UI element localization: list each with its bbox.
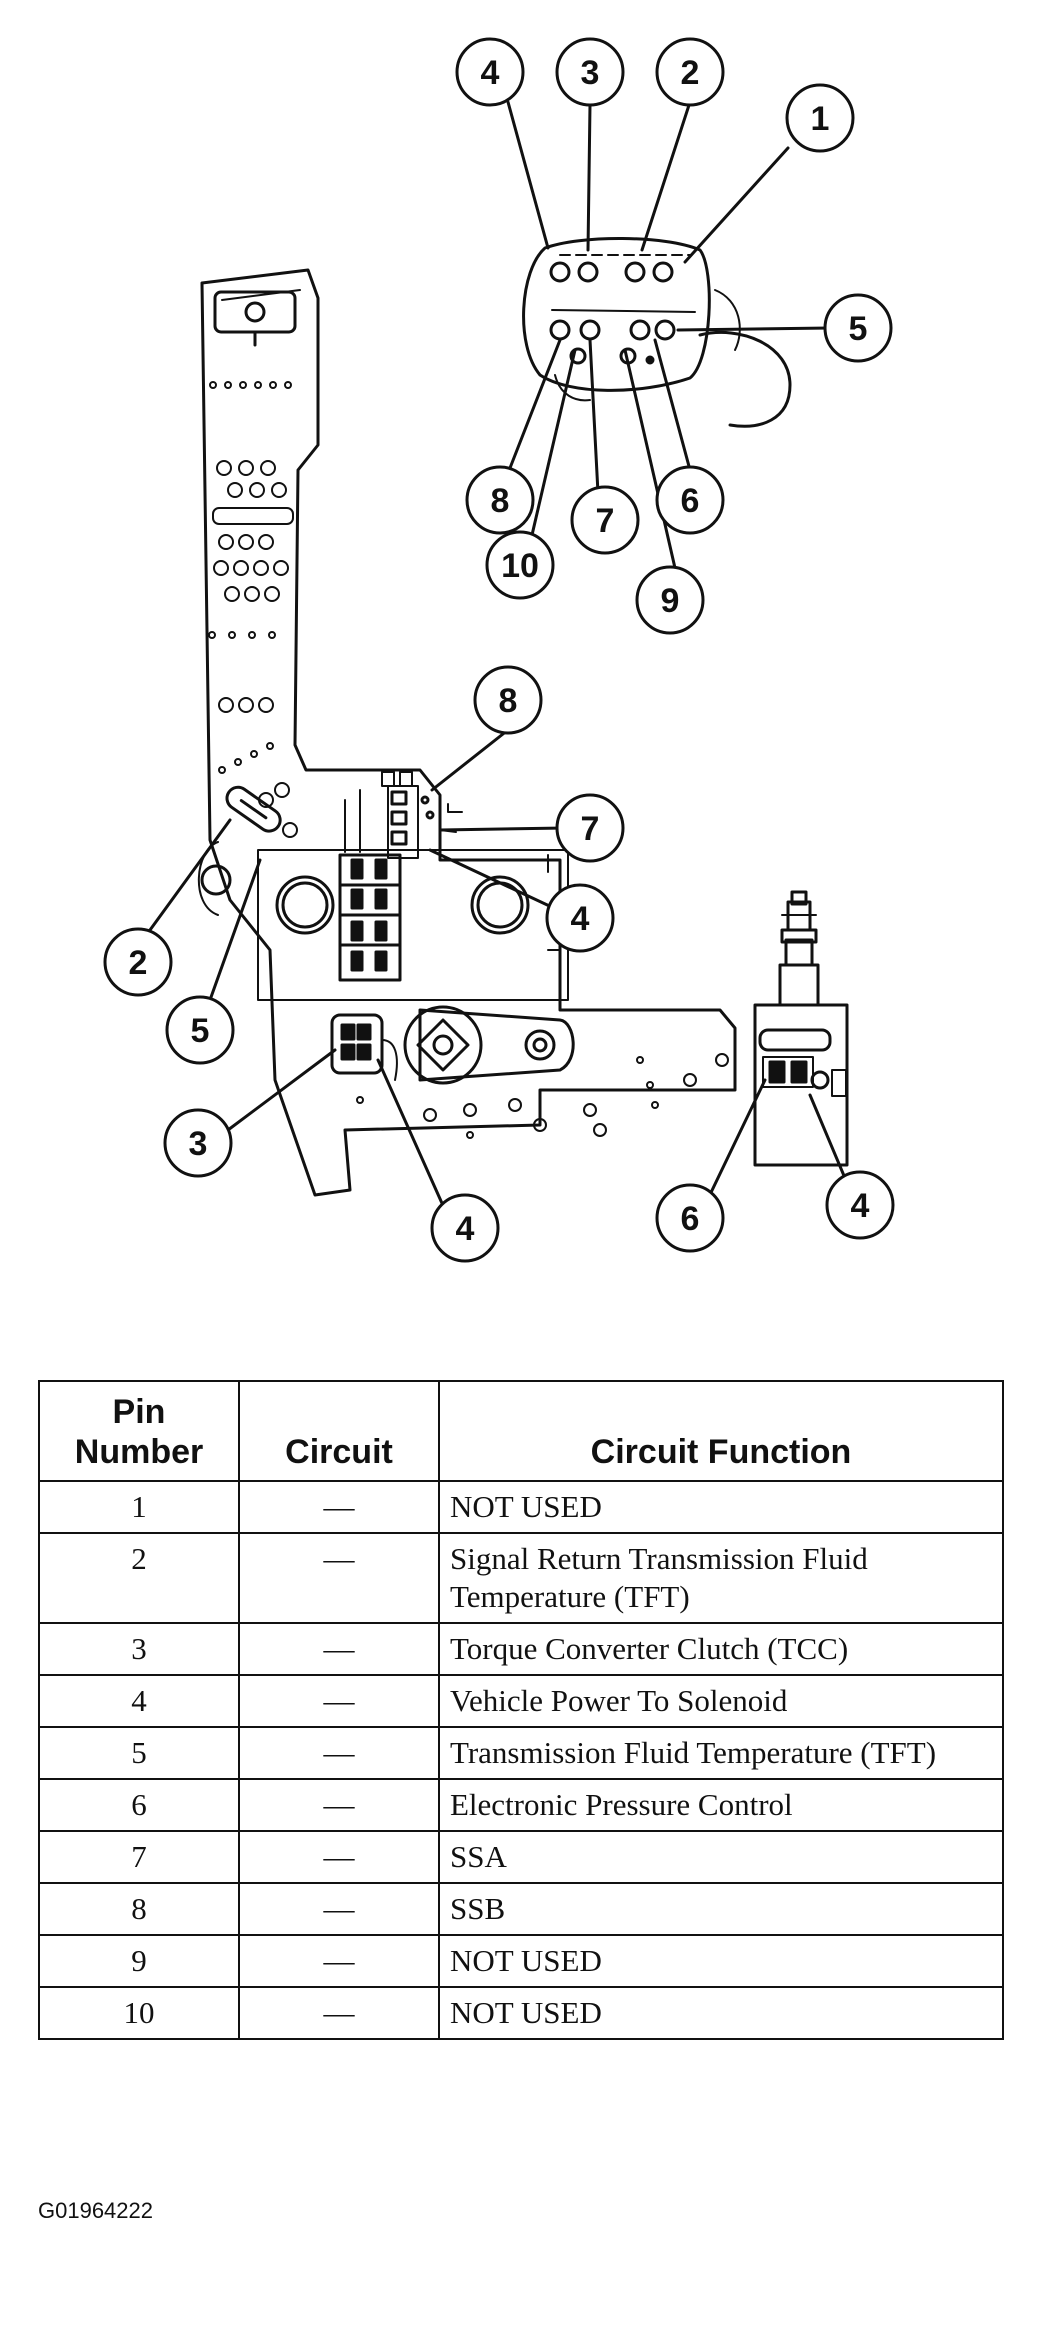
function-cell: Transmission Fluid Temperature (TFT) [438, 1726, 1004, 1780]
table-row: 4 — Vehicle Power To Solenoid [38, 1674, 1004, 1728]
pin-cell: 8 [38, 1882, 240, 1936]
table-row: 7 — SSA [38, 1830, 1004, 1884]
table-row: 9 — NOT USED [38, 1934, 1004, 1988]
function-cell: Signal Return Transmission Fluid Tempera… [438, 1532, 1004, 1624]
table-header-row: Pin Number Circuit Circuit Function [38, 1380, 1004, 1482]
table-row: 6 — Electronic Pressure Control [38, 1778, 1004, 1832]
callout-8-connector: 8 [491, 482, 510, 520]
circuit-cell: — [238, 1778, 440, 1832]
function-cell: Vehicle Power To Solenoid [438, 1674, 1004, 1728]
function-cell: SSA [438, 1830, 1004, 1884]
function-cell: Torque Converter Clutch (TCC) [438, 1622, 1004, 1676]
circuit-cell: — [238, 1532, 440, 1624]
callout-7-harness: 7 [581, 810, 600, 848]
callout-2-harness: 2 [129, 944, 148, 982]
circuit-cell: — [238, 1674, 440, 1728]
callout-4-connector: 4 [481, 54, 500, 92]
callout-circles [103, 37, 895, 1263]
solenoid-connector [753, 890, 849, 1167]
header-pin-number: Pin Number [38, 1380, 240, 1482]
callout-1-connector: 1 [811, 100, 830, 138]
callout-4-harness-right: 4 [851, 1187, 870, 1225]
circuit-cell: — [238, 1622, 440, 1676]
callout-3-connector: 3 [581, 54, 600, 92]
function-cell: Electronic Pressure Control [438, 1778, 1004, 1832]
pin-cell: 7 [38, 1830, 240, 1884]
circuit-cell: — [238, 1830, 440, 1884]
callout-2-connector: 2 [681, 54, 700, 92]
header-circuit-function: Circuit Function [438, 1380, 1004, 1482]
figure-id: G01964222 [38, 2198, 153, 2223]
function-cell: SSB [438, 1882, 1004, 1936]
circuit-cell: — [238, 1986, 440, 2040]
circuit-cell: — [238, 1882, 440, 1936]
function-cell: NOT USED [438, 1934, 1004, 1988]
callout-6-connector: 6 [681, 482, 700, 520]
pin-cell: 1 [38, 1480, 240, 1534]
table-row: 10 — NOT USED [38, 1986, 1004, 2040]
pin-cell: 5 [38, 1726, 240, 1780]
harness-leaders [148, 728, 852, 1212]
callout-6-harness: 6 [681, 1200, 700, 1238]
connector-leaders [506, 100, 832, 570]
circuit-cell: — [238, 1934, 440, 1988]
function-cell: NOT USED [438, 1480, 1004, 1534]
pin-cell: 3 [38, 1622, 240, 1676]
pin-cell: 2 [38, 1532, 240, 1624]
circuit-cell: — [238, 1480, 440, 1534]
header-circuit: Circuit [238, 1380, 440, 1482]
callout-8-harness: 8 [499, 682, 518, 720]
callout-10-connector: 10 [501, 547, 539, 585]
callout-4-harness-lower: 4 [456, 1210, 475, 1248]
table-row: 5 — Transmission Fluid Temperature (TFT) [38, 1726, 1004, 1780]
function-cell: NOT USED [438, 1986, 1004, 2040]
table-row: 3 — Torque Converter Clutch (TCC) [38, 1622, 1004, 1676]
callout-3-harness: 3 [189, 1125, 208, 1163]
callout-9-connector: 9 [661, 582, 680, 620]
callout-7-connector: 7 [596, 502, 615, 540]
callout-5-connector: 5 [849, 310, 868, 348]
pin-cell: 4 [38, 1674, 240, 1728]
callout-5-harness: 5 [191, 1012, 210, 1050]
pin-function-table: Pin Number Circuit Circuit Function 1 — … [38, 1380, 1004, 2040]
table-row: 8 — SSB [38, 1882, 1004, 1936]
circuit-cell: — [238, 1726, 440, 1780]
pin-cell: 10 [38, 1986, 240, 2040]
pin-cell: 9 [38, 1934, 240, 1988]
table-row: 2 — Signal Return Transmission Fluid Tem… [38, 1532, 1004, 1624]
pin-cell: 6 [38, 1778, 240, 1832]
harness-body [197, 268, 737, 1197]
table-row: 1 — NOT USED [38, 1480, 1004, 1534]
wiring-harness-diagram: 4 3 2 1 5 8 10 7 6 9 2 5 8 7 4 3 4 6 4 [103, 37, 895, 1263]
callout-4-harness-upper: 4 [571, 900, 590, 938]
